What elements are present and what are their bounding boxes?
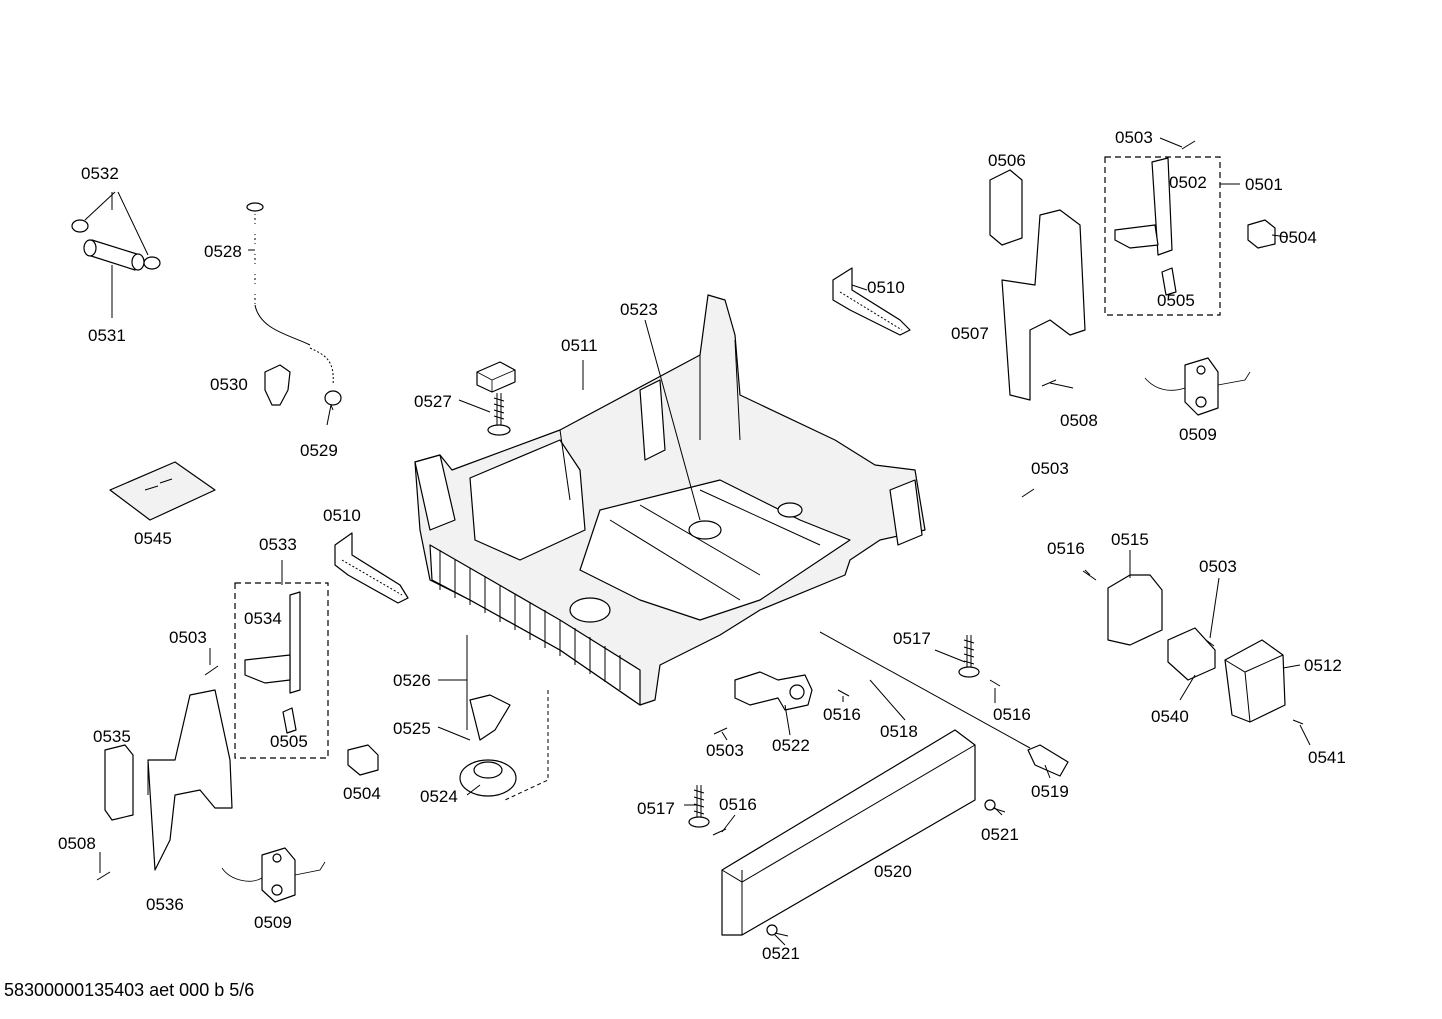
- small-screws: [96, 140, 1304, 881]
- label-0516: 0516: [1047, 539, 1085, 558]
- label-0504: 0504: [343, 784, 381, 803]
- label-0503: 0503: [1031, 459, 1069, 478]
- pipe-with-clamps-part: [71, 219, 161, 271]
- label-0534: 0534: [244, 609, 282, 628]
- sump-part: [459, 635, 517, 797]
- label-0503: 0503: [169, 628, 207, 647]
- clip-part-left: [347, 744, 379, 776]
- adjustable-foot-part: [476, 361, 516, 436]
- spring-rail-part-bottom: [334, 532, 409, 604]
- label-0532: 0532: [81, 164, 119, 183]
- side-bracket-left: [104, 689, 233, 871]
- label-0512: 0512: [1304, 656, 1342, 675]
- label-0510: 0510: [867, 278, 905, 297]
- label-0530: 0530: [210, 375, 248, 394]
- cover-0515-part: [1107, 574, 1163, 646]
- label-0509: 0509: [254, 913, 292, 932]
- label-0525: 0525: [393, 719, 431, 738]
- label-0506: 0506: [988, 151, 1026, 170]
- label-0536: 0536: [146, 895, 184, 914]
- bracket-assembly-left: [234, 582, 329, 759]
- label-0501: 0501: [1245, 175, 1283, 194]
- drain-hose-part: [246, 202, 342, 406]
- foot-screw-right: [958, 635, 980, 678]
- label-0505: 0505: [270, 732, 308, 751]
- label-0511: 0511: [561, 336, 598, 355]
- label-0520: 0520: [874, 862, 912, 881]
- label-0541: 0541: [1308, 748, 1346, 767]
- label-0521: 0521: [981, 825, 1019, 844]
- label-0502: 0502: [1169, 173, 1207, 192]
- hose-clip-part: [264, 364, 291, 406]
- label-0521: 0521: [762, 944, 800, 963]
- inlet-valve-part: [734, 671, 813, 711]
- drawing-reference-footer: 58300000135403 aet 000 b 5/6: [4, 980, 255, 1000]
- spring-rail-part-top: [832, 267, 911, 336]
- label-0509: 0509: [1179, 425, 1217, 444]
- label-0518: 0518: [880, 722, 918, 741]
- label-0545: 0545: [134, 529, 172, 548]
- clip-part-right: [1247, 219, 1276, 249]
- kick-plate-part: [721, 729, 976, 936]
- label-0504: 0504: [1279, 228, 1317, 247]
- label-0516: 0516: [719, 795, 757, 814]
- cover-0512-part: [1224, 639, 1286, 723]
- foot-screw-left: [688, 785, 710, 828]
- bracket-0540-part: [1167, 627, 1216, 681]
- label-0516: 0516: [823, 705, 861, 724]
- rod-part: [819, 631, 1069, 777]
- label-0505: 0505: [1157, 291, 1195, 310]
- label-0503: 0503: [706, 741, 744, 760]
- label-0540: 0540: [1151, 707, 1189, 726]
- label-0526: 0526: [393, 671, 431, 690]
- hinge-part-left: [221, 847, 326, 903]
- label-0515: 0515: [1111, 530, 1149, 549]
- screw-0521-upper: [984, 799, 1006, 813]
- label-0508: 0508: [58, 834, 96, 853]
- label-0527: 0527: [414, 392, 452, 411]
- label-0517: 0517: [637, 799, 675, 818]
- hinge-part-right: [1144, 357, 1251, 416]
- label-0519: 0519: [1031, 782, 1069, 801]
- label-0522: 0522: [772, 736, 810, 755]
- label-0528: 0528: [204, 242, 242, 261]
- label-0508: 0508: [1060, 411, 1098, 430]
- label-0507: 0507: [951, 324, 989, 343]
- base-tub-part: [414, 294, 926, 706]
- label-0510: 0510: [323, 506, 361, 525]
- bracket-assembly-right: [1104, 156, 1221, 316]
- screw-0521-lower: [766, 924, 789, 937]
- leader-lines: [84, 137, 1311, 946]
- label-0516: 0516: [993, 705, 1031, 724]
- label-0531: 0531: [88, 326, 126, 345]
- label-0517: 0517: [893, 629, 931, 648]
- part-labels: 0532 0531 0528 0530 0529 0545 0510 0533 …: [58, 128, 1346, 963]
- label-0524: 0524: [420, 787, 458, 806]
- label-0533: 0533: [259, 535, 297, 554]
- side-bracket-right: [989, 169, 1086, 401]
- label-0503: 0503: [1199, 557, 1237, 576]
- label-0529: 0529: [300, 441, 338, 460]
- label-0503: 0503: [1115, 128, 1153, 147]
- label-0535: 0535: [93, 727, 131, 746]
- label-0523: 0523: [620, 300, 658, 319]
- screw-bag-part: [109, 461, 216, 521]
